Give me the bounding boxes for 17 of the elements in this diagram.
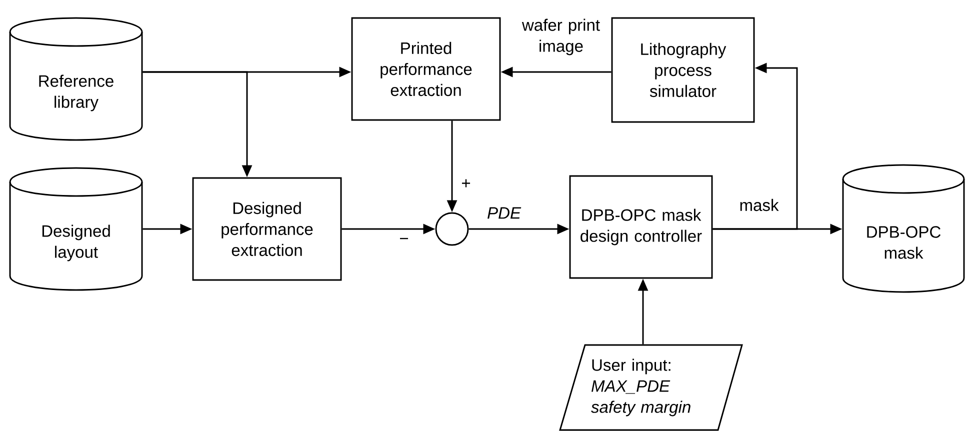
database-cylinder: Designed layout: [9, 167, 143, 291]
node-label: Reference library: [39, 74, 114, 112]
summing-junction: [435, 212, 469, 246]
edge-label: mask: [738, 198, 780, 212]
process-box: DPB-OPC mask design controller: [569, 175, 713, 279]
database-cylinder: DPB-OPC mask: [842, 164, 965, 293]
node-label: DPB-OPC mask: [867, 226, 941, 259]
process-box: Designed performance extraction: [192, 177, 342, 281]
edge-label: PDE: [486, 206, 522, 220]
node-label: Designed layout: [42, 224, 110, 262]
edge-label: wafer print image: [518, 17, 604, 57]
input-parallelogram: User input: MAX_PDE safety margin: [559, 344, 743, 431]
database-cylinder: Reference library: [9, 17, 143, 141]
edge-label: +: [460, 178, 472, 190]
edge-label: −: [398, 236, 410, 246]
process-box: Lithography process simulator: [611, 17, 755, 123]
process-box: Printed performance extraction: [351, 17, 501, 121]
